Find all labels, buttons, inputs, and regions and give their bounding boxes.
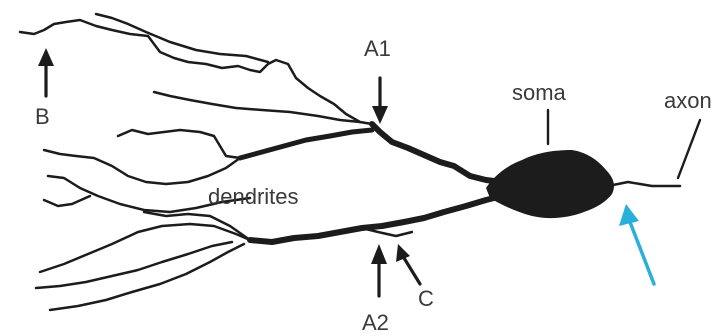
highlight-arrow-shaft [628, 220, 656, 286]
dendrite-branch-top-2 [94, 12, 270, 64]
label-a2-group: A2 [362, 244, 389, 335]
label-axon: axon [664, 88, 712, 113]
dendrite-upper-trunk [369, 121, 505, 185]
dendrite-branch-lower-mid [142, 210, 252, 242]
dendrite-branch-b [18, 18, 374, 126]
dendrite-branch-left-3 [42, 194, 92, 208]
dendrite-middle-trunk [237, 127, 375, 161]
label-c-group: C [396, 244, 434, 311]
label-soma-group: soma [512, 80, 567, 146]
dendrite-lower-trunk [247, 193, 505, 245]
dendrite-tree [18, 12, 505, 312]
dendrite-branch-a2-fork [360, 226, 414, 238]
arrow-a2-head [371, 244, 387, 264]
label-axon-group: axon [664, 88, 712, 180]
label-a1: A1 [364, 36, 391, 61]
arrow-c-head [396, 244, 410, 262]
label-b-group: B [35, 48, 54, 129]
dendrite-branch-lower-1 [38, 222, 252, 274]
axon-process [606, 180, 682, 188]
dendrite-branch-lower-2 [34, 240, 234, 290]
label-soma: soma [512, 80, 567, 105]
arrow-b-head [38, 48, 54, 66]
dendrite-branch-left-2 [46, 174, 252, 214]
dendrite-branch-left-1 [42, 148, 242, 186]
axon-pointer-line [676, 118, 702, 180]
dendrite-branch-a1-left [152, 90, 362, 124]
label-dendrites: dendrites [208, 184, 299, 209]
label-c: C [418, 286, 434, 311]
arrow-a1-head [372, 106, 388, 124]
label-a2: A2 [362, 310, 389, 335]
dendrite-branch-lower-3 [48, 242, 246, 312]
dendrite-branch-upper-mid [116, 128, 242, 160]
soma-body [486, 150, 614, 219]
highlight-arrow [619, 204, 656, 286]
arrow-c-shaft [402, 256, 422, 286]
label-b: B [35, 104, 50, 129]
label-a1-group: A1 [364, 36, 391, 124]
highlight-arrow-head [619, 204, 639, 226]
